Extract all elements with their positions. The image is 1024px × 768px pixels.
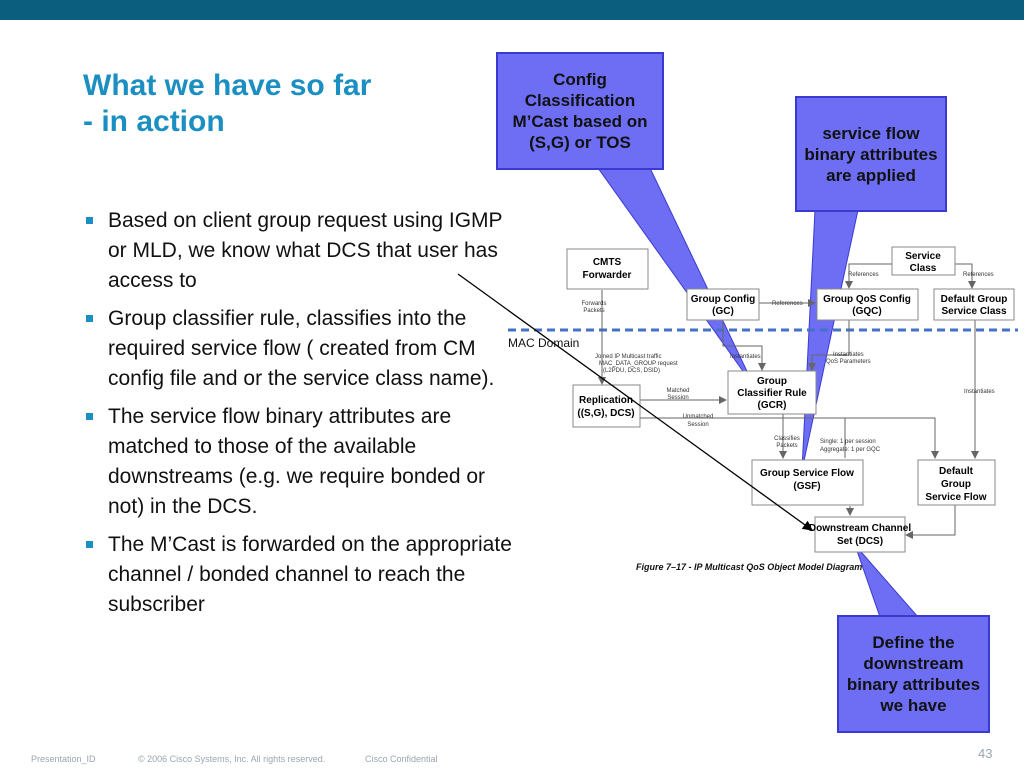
svg-text:Aggregate: 1 per GQC: Aggregate: 1 per GQC [820,447,881,453]
svg-text:References: References [772,301,803,307]
svg-text:Single: 1 per session: Single: 1 per session [820,439,876,445]
bullet-list: Based on client group request using IGMP… [84,206,514,628]
group-config-box: Group Config (GC) [686,288,760,321]
callout-service-flow-text: service flow binary attributes are appli… [804,123,938,185]
diagram-connectors [598,263,979,539]
callout-downstream-pointer [854,544,920,618]
svg-text:References: References [848,272,879,278]
mac-domain-label: MAC Domain [508,336,579,350]
svg-text:(GSF): (GSF) [793,481,820,492]
callout-config-text: Config Classification M’Cast based on (S… [512,70,648,152]
svg-text:CMTS: CMTS [593,257,622,268]
svg-text:((S,G), DCS): ((S,G), DCS) [577,408,634,419]
svg-text:(L2PDU, DCS, DSID): (L2PDU, DCS, DSID) [603,368,660,374]
group-qos-config-box: Group QoS Config (GQC) [816,288,919,321]
svg-text:Joined IP Multicast traffic: Joined IP Multicast traffic [595,354,661,360]
callout-config-classification: Config Classification M’Cast based on (S… [496,52,664,170]
slide-title: What we have so far - in action [83,68,483,140]
bullet-to-dcs-arrow [457,273,813,531]
svg-text:Packets: Packets [583,308,604,314]
callout-service-flow-pointer [801,209,859,471]
page-number: 43 [978,746,993,761]
figure-caption: Figure 7–17 - IP Multicast QoS Object Mo… [636,562,862,572]
callout-downstream: Define the downstream binary attributes … [837,615,990,733]
svg-text:Classifies: Classifies [774,436,800,442]
svg-text:Matched: Matched [666,388,689,394]
footer-copyright: © 2006 Cisco Systems, Inc. All rights re… [138,754,326,764]
bullet-text: Group classifier rule, classifies into t… [108,307,495,390]
bullet-square-icon [86,217,93,224]
svg-text:MAC_DATA_GROUP request: MAC_DATA_GROUP request [599,361,678,367]
svg-text:Packets: Packets [776,443,797,449]
svg-text:Instantiates: Instantiates [833,352,864,358]
service-class-box: Service Class [891,246,956,276]
bullet-text: The service flow binary attributes are m… [108,405,486,518]
svg-text:Class: Class [910,263,937,274]
svg-text:Group Config: Group Config [691,294,755,305]
svg-text:Unmatched: Unmatched [683,414,714,420]
group-service-flow-box: Group Service Flow (GSF) [751,459,864,506]
svg-text:Group: Group [941,479,971,490]
default-group-service-class-box: Default Group Service Class [933,288,1015,321]
callout-service-flow: service flow binary attributes are appli… [795,96,947,212]
bullet-item: The service flow binary attributes are m… [84,402,514,522]
cmts-forwarder-box: CMTS Forwarder [566,248,649,290]
svg-text:Downstream Channel: Downstream Channel [809,523,911,534]
svg-text:References: References [963,272,994,278]
top-banner [0,0,1024,20]
title-line-1: What we have so far [83,69,372,102]
group-classifier-rule-box: Group Classifier Rule (GCR) [727,370,817,415]
bullet-item: Group classifier rule, classifies into t… [84,304,514,394]
callout-downstream-text: Define the downstream binary attributes … [846,633,981,715]
svg-text:Session: Session [667,395,688,401]
default-group-service-flow-box: Default Group Service Flow [917,459,996,506]
footer-confidential: Cisco Confidential [365,754,438,764]
downstream-channel-set-box: Downstream Channel Set (DCS) [809,516,911,553]
bullet-square-icon [86,541,93,548]
svg-text:Replication: Replication [579,395,633,406]
svg-text:Group Service Flow: Group Service Flow [760,468,854,479]
title-line-2: - in action [83,105,225,138]
svg-text:Group QoS Config: Group QoS Config [823,294,911,305]
svg-text:Group: Group [757,376,787,387]
svg-text:Service: Service [905,251,941,262]
svg-text:Instantiates: Instantiates [964,389,995,395]
svg-text:Instantiates: Instantiates [730,354,761,360]
bullet-square-icon [86,413,93,420]
replication-box: Replication ((S,G), DCS) [572,384,641,428]
svg-text:Service Flow: Service Flow [925,492,986,503]
svg-text:Session: Session [687,422,708,428]
bullet-square-icon [86,315,93,322]
svg-text:Service Class: Service Class [941,306,1006,317]
svg-text:QoS Parameters: QoS Parameters [826,359,871,365]
svg-text:(GC): (GC) [712,306,734,317]
svg-text:(GCR): (GCR) [758,400,787,411]
svg-text:Forwards: Forwards [581,301,606,307]
footer-presentation-id: Presentation_ID [31,754,96,764]
svg-text:Default Group: Default Group [941,294,1008,305]
svg-text:Default: Default [939,466,974,477]
bullet-text: The M’Cast is forwarded on the appropria… [108,533,512,616]
bullet-text: Based on client group request using IGMP… [108,209,503,292]
svg-text:Forwarder: Forwarder [583,270,632,281]
svg-text:Classifier Rule: Classifier Rule [737,388,807,399]
bullet-item: The M’Cast is forwarded on the appropria… [84,530,514,620]
bullet-item: Based on client group request using IGMP… [84,206,514,296]
svg-text:Set (DCS): Set (DCS) [837,536,883,547]
svg-text:(GQC): (GQC) [852,306,881,317]
connector-labels: References References References Forward… [581,272,994,453]
